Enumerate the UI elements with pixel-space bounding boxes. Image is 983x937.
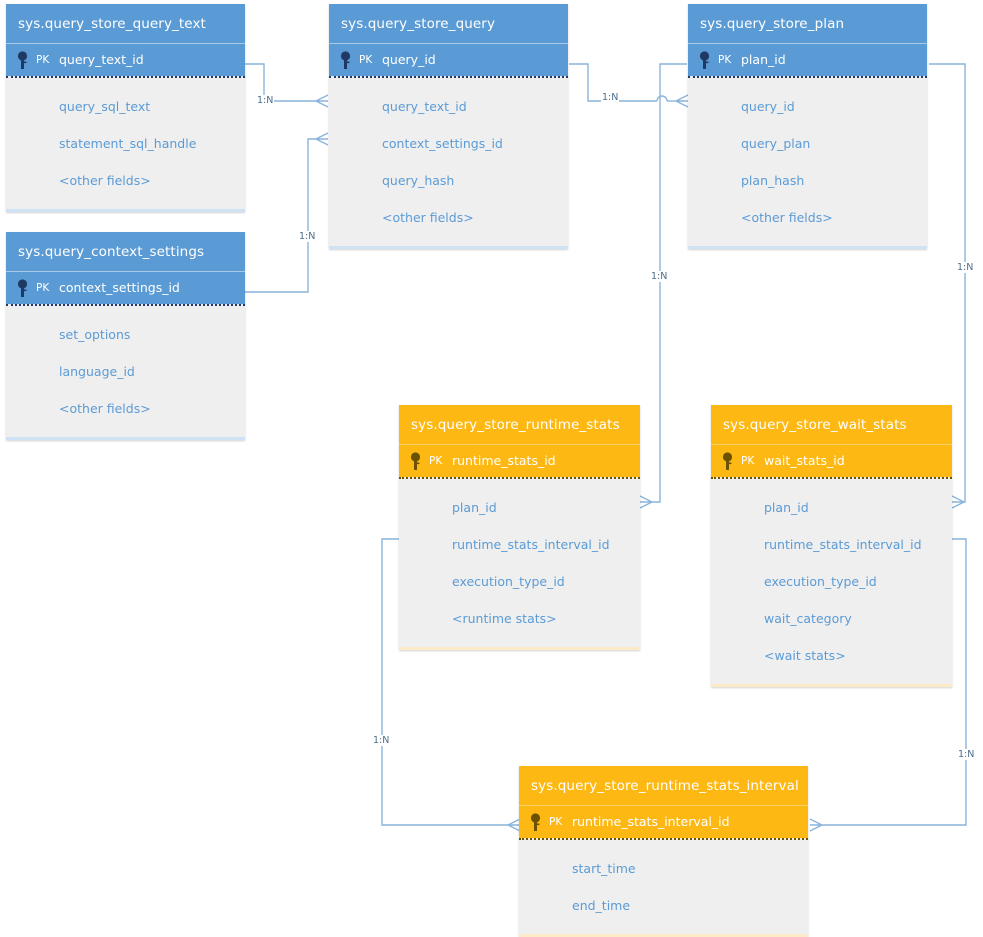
entity-title: sys.query_store_query_text <box>6 4 245 44</box>
pk-field-name: query_text_id <box>59 52 144 67</box>
entity-field-list: query_sql_text statement_sql_handle <oth… <box>6 78 245 209</box>
pk-badge: PK <box>36 282 50 294</box>
entity-query-store-query[interactable]: sys.query_store_query PK query_id query_… <box>329 4 568 249</box>
entity-field: <other fields> <box>59 401 151 416</box>
relationship-line-r4 <box>652 63 687 503</box>
pk-divider <box>399 477 640 479</box>
entity-field: <other fields> <box>59 173 151 188</box>
pk-badge: PK <box>36 54 50 66</box>
pk-field-name: query_id <box>382 52 436 67</box>
entity-field: wait_category <box>764 611 852 626</box>
entity-field: <wait stats> <box>764 648 846 663</box>
pk-divider <box>6 76 245 78</box>
entity-query-store-query-text[interactable]: sys.query_store_query_text PK query_text… <box>6 4 245 212</box>
entity-field: execution_type_id <box>452 574 565 589</box>
entity-primary-key-row[interactable]: PK wait_stats_id <box>711 445 952 477</box>
entity-field: query_text_id <box>382 99 467 114</box>
entity-title: sys.query_store_runtime_stats_interval <box>519 766 808 806</box>
relationship-line-r3-hop <box>656 95 668 102</box>
entity-field: start_time <box>572 861 636 876</box>
entity-title: sys.query_store_runtime_stats <box>399 405 640 445</box>
entity-field: <other fields> <box>741 210 833 225</box>
entity-query-context-settings[interactable]: sys.query_context_settings PK context_se… <box>6 232 245 440</box>
pk-badge: PK <box>549 816 563 828</box>
entity-field: plan_id <box>764 500 809 515</box>
entity-primary-key-row[interactable]: PK query_text_id <box>6 44 245 76</box>
entity-field: execution_type_id <box>764 574 877 589</box>
cardinality-label-r3: 1:N <box>601 92 620 103</box>
entity-title: sys.query_context_settings <box>6 232 245 272</box>
entity-field: set_options <box>59 327 131 342</box>
entity-field: runtime_stats_interval_id <box>452 537 610 552</box>
entity-query-store-runtime-stats[interactable]: sys.query_store_runtime_stats PK runtime… <box>399 405 640 650</box>
entity-field: plan_hash <box>741 173 805 188</box>
pk-divider <box>329 76 568 78</box>
entity-field: plan_id <box>452 500 497 515</box>
entity-query-store-runtime-stats-interval[interactable]: sys.query_store_runtime_stats_interval P… <box>519 766 808 937</box>
primary-key-icon <box>410 452 421 470</box>
relationship-line-r7 <box>822 538 967 826</box>
primary-key-icon <box>530 813 541 831</box>
entity-query-store-wait-stats[interactable]: sys.query_store_wait_stats PK wait_stats… <box>711 405 952 687</box>
pk-field-name: plan_id <box>741 52 786 67</box>
pk-badge: PK <box>718 54 732 66</box>
cardinality-label-r1: 1:N <box>256 95 275 106</box>
cardinality-label-r5: 1:N <box>956 262 975 273</box>
cardinality-label-r2: 1:N <box>298 231 317 242</box>
entity-field: query_plan <box>741 136 811 151</box>
cardinality-label-r4: 1:N <box>650 271 669 282</box>
entity-primary-key-row[interactable]: PK plan_id <box>688 44 927 76</box>
entity-field-list: plan_id runtime_stats_interval_id execut… <box>711 479 952 684</box>
pk-field-name: runtime_stats_interval_id <box>572 814 730 829</box>
cardinality-label-r6: 1:N <box>372 735 391 746</box>
relationship-line-r5 <box>929 63 966 503</box>
entity-field: statement_sql_handle <box>59 136 197 151</box>
entity-field-list: plan_id runtime_stats_interval_id execut… <box>399 479 640 647</box>
pk-field-name: context_settings_id <box>59 280 180 295</box>
entity-title: sys.query_store_wait_stats <box>711 405 952 445</box>
primary-key-icon <box>340 51 351 69</box>
pk-field-name: wait_stats_id <box>764 453 845 468</box>
pk-divider <box>6 304 245 306</box>
entity-field: <runtime stats> <box>452 611 557 626</box>
entity-primary-key-row[interactable]: PK runtime_stats_interval_id <box>519 806 808 838</box>
entity-query-store-plan[interactable]: sys.query_store_plan PK plan_id query_id… <box>688 4 927 249</box>
entity-field: query_id <box>741 99 795 114</box>
relationship-line-r1 <box>245 63 316 102</box>
entity-title: sys.query_store_query <box>329 4 568 44</box>
cardinality-label-r7: 1:N <box>957 749 976 760</box>
relationship-line-r3 <box>569 63 657 102</box>
entity-primary-key-row[interactable]: PK runtime_stats_id <box>399 445 640 477</box>
entity-primary-key-row[interactable]: PK query_id <box>329 44 568 76</box>
entity-field: <other fields> <box>382 210 474 225</box>
entity-field-list: query_id query_plan plan_hash <other fie… <box>688 78 927 246</box>
pk-divider <box>688 76 927 78</box>
relationship-line-r2 <box>245 138 316 293</box>
entity-field: context_settings_id <box>382 136 503 151</box>
primary-key-icon <box>17 279 28 297</box>
entity-field: query_sql_text <box>59 99 151 114</box>
entity-primary-key-row[interactable]: PK context_settings_id <box>6 272 245 304</box>
entity-field-list: start_time end_time <box>519 840 808 934</box>
entity-field: runtime_stats_interval_id <box>764 537 922 552</box>
entity-field-list: query_text_id context_settings_id query_… <box>329 78 568 246</box>
entity-field: end_time <box>572 898 631 913</box>
entity-field: query_hash <box>382 173 455 188</box>
relationship-line-r6 <box>381 538 508 826</box>
pk-badge: PK <box>359 54 373 66</box>
pk-badge: PK <box>429 455 443 467</box>
pk-field-name: runtime_stats_id <box>452 453 556 468</box>
primary-key-icon <box>699 51 710 69</box>
pk-badge: PK <box>741 455 755 467</box>
pk-divider <box>519 838 808 840</box>
pk-divider <box>711 477 952 479</box>
entity-field: language_id <box>59 364 135 379</box>
entity-field-list: set_options language_id <other fields> <box>6 306 245 437</box>
entity-title: sys.query_store_plan <box>688 4 927 44</box>
primary-key-icon <box>17 51 28 69</box>
primary-key-icon <box>722 452 733 470</box>
